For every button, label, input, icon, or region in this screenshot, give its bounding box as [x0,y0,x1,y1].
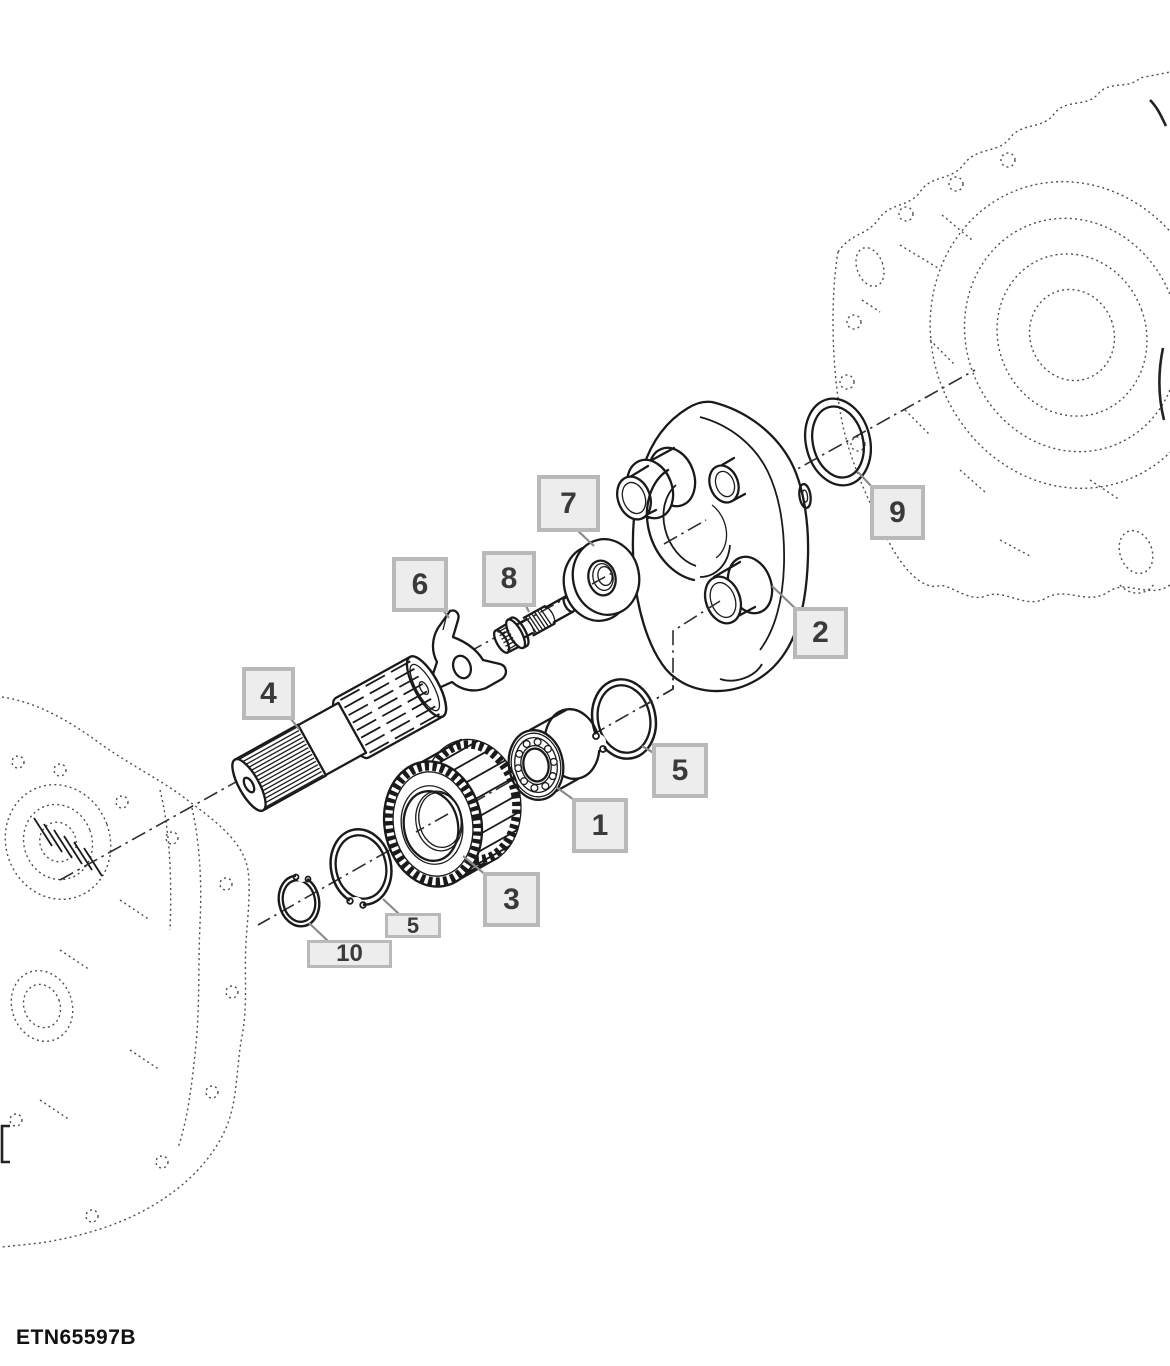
callout-snapring-left[interactable]: 5 [385,913,441,938]
callout-number: 4 [260,676,277,710]
callout-number: 9 [889,495,906,529]
callout-snapring-small[interactable]: 10 [307,940,392,968]
callout-bearing[interactable]: 1 [572,798,628,853]
callout-snapring-right[interactable]: 5 [652,743,708,798]
callout-shaft[interactable]: 4 [242,667,295,720]
part-gear [382,738,522,888]
part-snapring-small [277,870,321,928]
figure-code: ETN65597B [16,1326,137,1349]
callout-number: 6 [411,567,429,601]
callout-gear[interactable]: 3 [483,872,540,927]
callout-number: 5 [406,912,420,938]
callout-retainer[interactable]: 6 [392,557,448,612]
callout-number: 10 [336,940,363,967]
front-housing-phantom [0,696,250,1248]
callout-bolt[interactable]: 8 [482,551,536,607]
callout-washer[interactable]: 7 [537,475,600,532]
callout-number: 3 [503,882,520,916]
part-flange [616,400,812,693]
callout-number: 2 [812,616,829,649]
rear-housing-phantom [832,71,1170,603]
part-bearing [507,708,601,801]
part-shaft [231,655,448,812]
part-bolt [493,595,576,654]
part-retainer [430,609,508,692]
callout-number: 7 [560,486,577,520]
callout-number: 5 [671,753,689,787]
axis-overlays [415,519,721,833]
callout-number: 1 [591,808,609,842]
callout-oring[interactable]: 9 [870,485,925,540]
part-snapring-right [590,678,658,760]
callout-flange[interactable]: 2 [793,607,848,659]
part-snapring-left [329,828,393,911]
part-oring [804,397,872,487]
callout-number: 8 [500,562,518,595]
part-washer [562,538,641,622]
